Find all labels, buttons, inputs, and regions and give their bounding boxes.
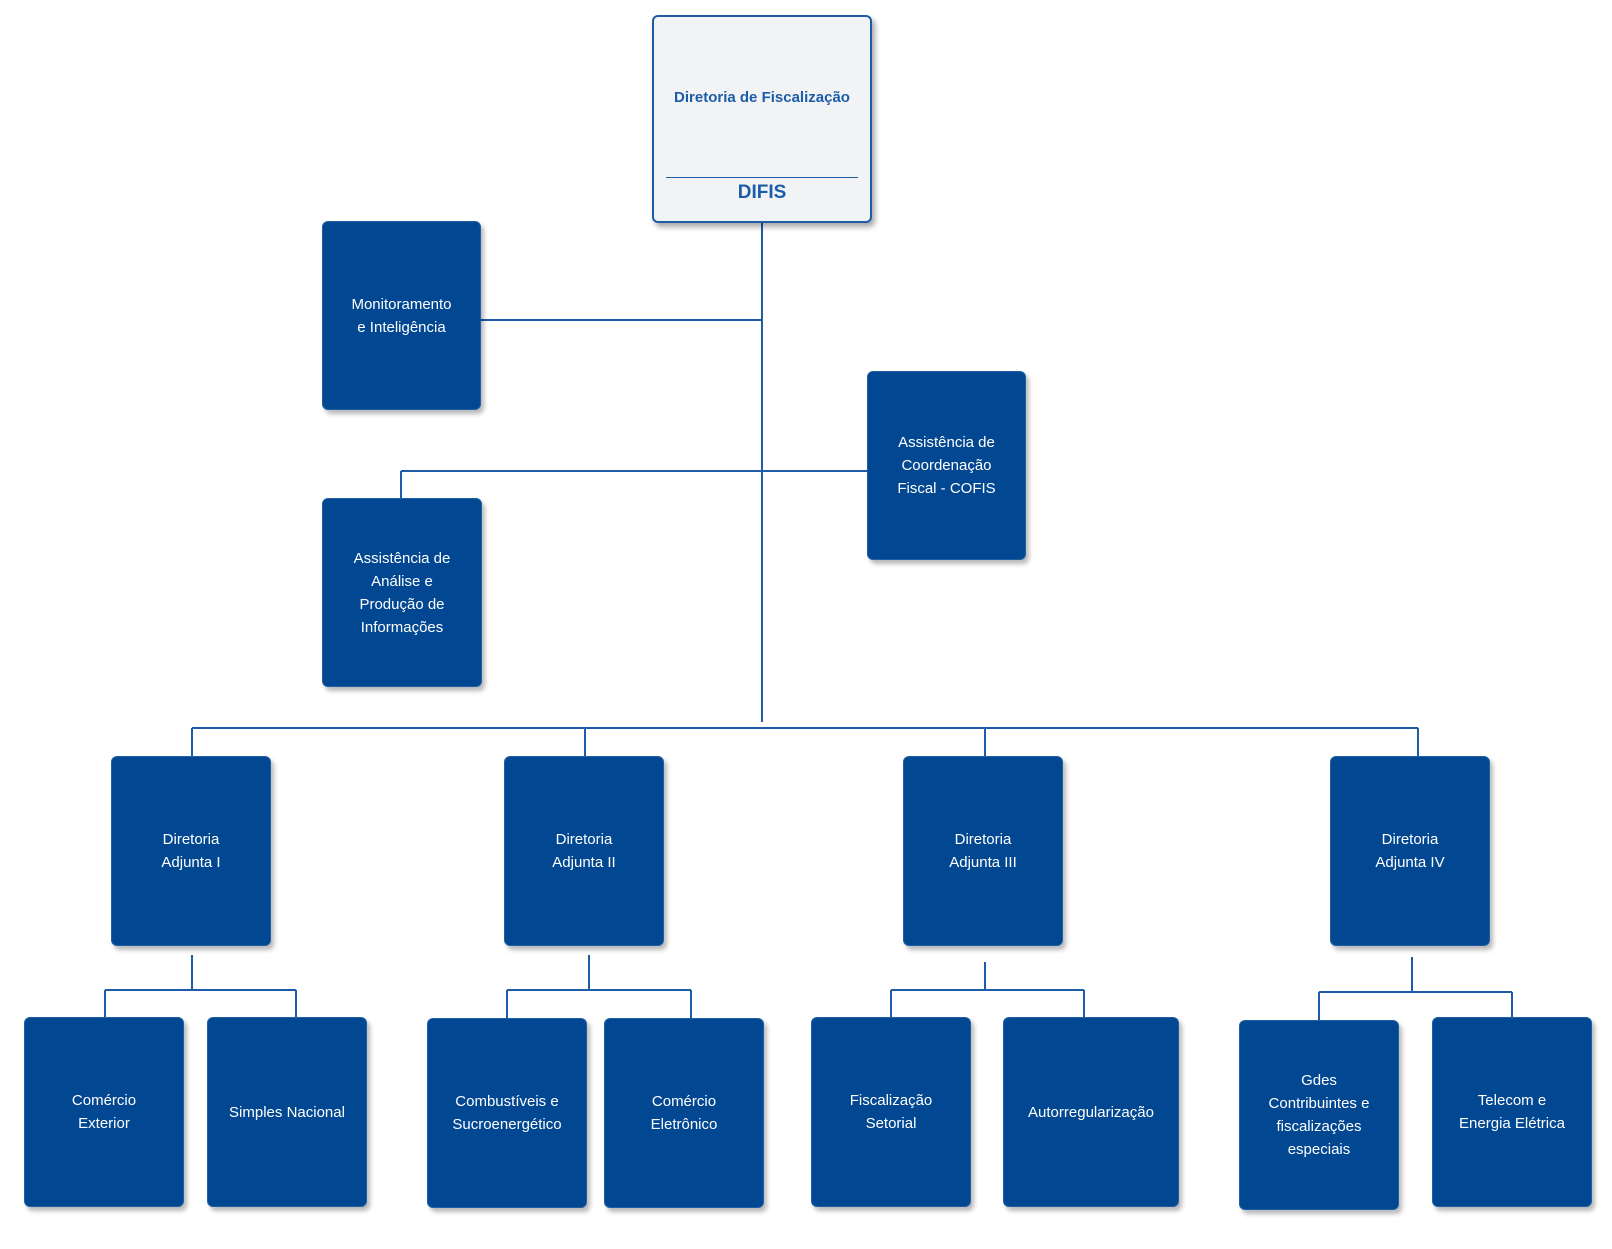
node-fiscalizacao-setorial: Fiscalização Setorial bbox=[811, 1017, 971, 1207]
root-node-difis: Diretoria de Fiscalização DIFIS bbox=[652, 15, 872, 223]
node-gdes-contribuintes: Gdes Contribuintes e fiscalizações espec… bbox=[1239, 1020, 1399, 1210]
node-comercio-exterior: Comércio Exterior bbox=[24, 1017, 184, 1207]
node-simples-nacional-label: Simples Nacional bbox=[229, 1103, 345, 1121]
node-adjunta-3-label: Diretoria Adjunta III bbox=[949, 831, 1017, 871]
node-analise: Assistência de Análise e Produção de Inf… bbox=[322, 498, 482, 687]
node-adjunta-1-label: Diretoria Adjunta I bbox=[161, 831, 221, 871]
root-node-name: Diretoria de Fiscalização bbox=[674, 89, 850, 106]
node-adjunta-4: Diretoria Adjunta IV bbox=[1330, 756, 1490, 946]
node-adjunta-1: Diretoria Adjunta I bbox=[111, 756, 271, 946]
node-comercio-exterior-label: Comércio Exterior bbox=[71, 1092, 137, 1132]
root-node-abbr: DIFIS bbox=[737, 182, 787, 203]
node-monitoramento-label: Monitoramento e Inteligência bbox=[351, 295, 452, 336]
node-comercio-eletronico-label: Comércio Eletrônico bbox=[650, 1093, 718, 1133]
node-adjunta-4-label: Diretoria Adjunta IV bbox=[1375, 831, 1445, 871]
node-combustiveis: Combustíveis e Sucroenergético bbox=[427, 1018, 587, 1208]
node-telecom-energia: Telecom e Energia Elétrica bbox=[1432, 1017, 1592, 1207]
node-autorregularizacao: Autorregularização bbox=[1003, 1017, 1179, 1207]
node-autorregularizacao-label: Autorregularização bbox=[1028, 1103, 1154, 1121]
node-cofis-label: Assistência de Coordenação Fiscal - COFI… bbox=[897, 434, 996, 497]
node-adjunta-2: Diretoria Adjunta II bbox=[504, 756, 664, 946]
node-telecom-energia-label: Telecom e Energia Elétrica bbox=[1459, 1092, 1565, 1132]
node-simples-nacional: Simples Nacional bbox=[207, 1017, 367, 1207]
node-monitoramento: Monitoramento e Inteligência bbox=[322, 221, 481, 410]
node-fiscalizacao-setorial-label: Fiscalização Setorial bbox=[849, 1092, 933, 1132]
node-gdes-contribuintes-label: Gdes Contribuintes e fiscalizações espec… bbox=[1268, 1072, 1370, 1158]
node-comercio-eletronico: Comércio Eletrônico bbox=[604, 1018, 764, 1208]
node-combustiveis-label: Combustíveis e Sucroenergético bbox=[452, 1093, 562, 1133]
node-adjunta-2-label: Diretoria Adjunta II bbox=[552, 831, 616, 871]
root-node-divider bbox=[666, 177, 858, 178]
node-analise-label: Assistência de Análise e Produção de Inf… bbox=[353, 549, 451, 636]
node-cofis: Assistência de Coordenação Fiscal - COFI… bbox=[867, 371, 1026, 560]
node-adjunta-3: Diretoria Adjunta III bbox=[903, 756, 1063, 946]
